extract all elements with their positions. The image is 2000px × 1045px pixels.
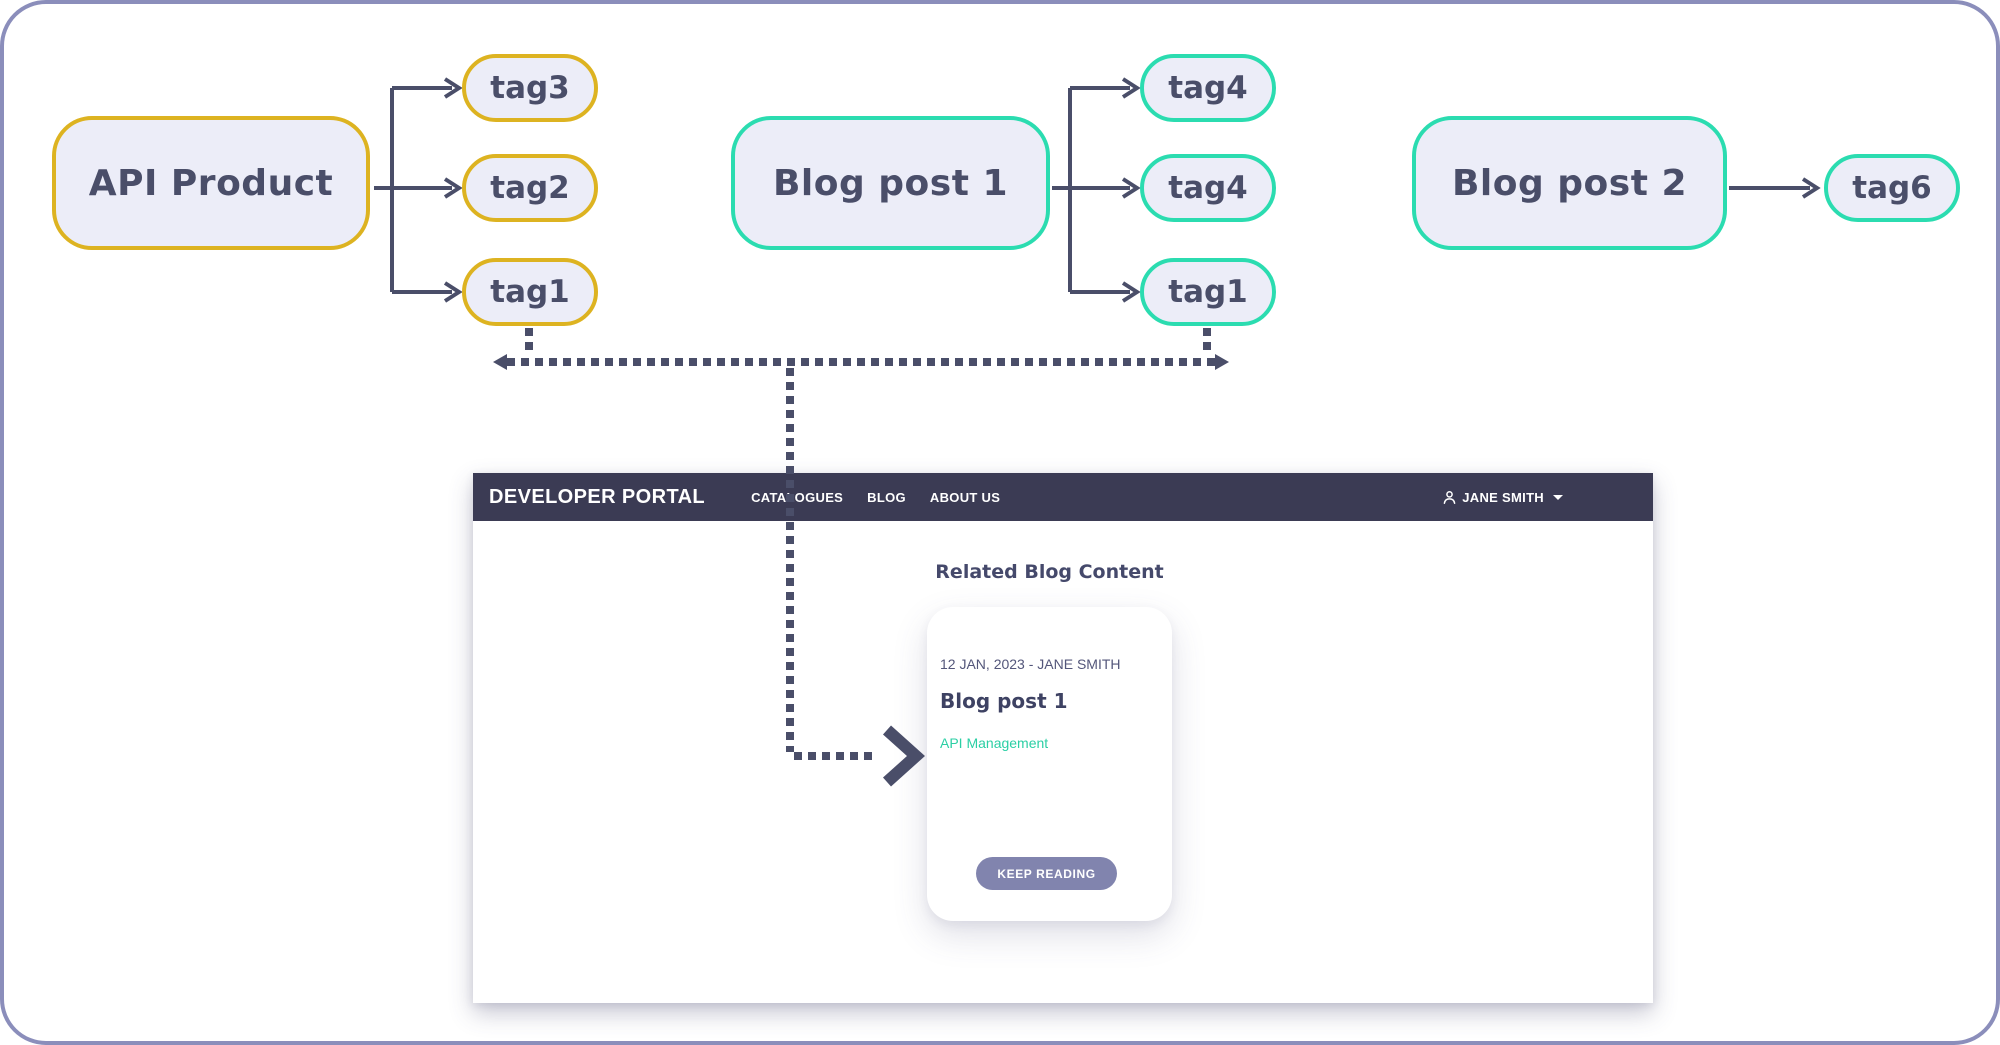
developer-portal-mockup: DEVELOPER PORTAL CATALOGUES BLOG ABOUT U…	[473, 473, 1653, 1003]
arrowhead-tag1-left	[443, 281, 463, 303]
arrowhead-tag4b	[1121, 177, 1141, 199]
keep-reading-button[interactable]: KEEP READING	[976, 857, 1117, 890]
node-blog-post-2-label: Blog post 2	[1451, 162, 1688, 204]
node-blog-post-1: Blog post 1	[731, 116, 1050, 250]
node-tag2: tag2	[462, 154, 598, 222]
portal-brand: DEVELOPER PORTAL	[489, 485, 706, 508]
portal-nav-links: CATALOGUES BLOG ABOUT US	[751, 490, 1000, 505]
chevron-down-icon	[1553, 494, 1563, 500]
nav-item-about-us[interactable]: ABOUT US	[929, 489, 1001, 505]
arrowhead-tag1-right	[1121, 281, 1141, 303]
arrowhead-tag3	[443, 77, 463, 99]
user-icon	[1443, 490, 1456, 504]
blog-card-meta: 12 JAN, 2023 - JANE SMITH	[940, 656, 1121, 672]
node-tag2-label: tag2	[490, 170, 570, 206]
nav-item-blog[interactable]: BLOG	[867, 489, 906, 505]
dotted-arrow-tip-left	[493, 354, 507, 370]
arrowhead-tag6	[1801, 177, 1821, 199]
node-blog-post-1-label: Blog post 1	[772, 162, 1009, 204]
node-tag6-label: tag6	[1852, 170, 1932, 206]
node-tag6: tag6	[1824, 154, 1960, 222]
node-tag4-b-label: tag4	[1168, 170, 1248, 206]
user-menu[interactable]: JANE SMITH	[1442, 490, 1563, 505]
node-tag1-left-label: tag1	[490, 274, 570, 310]
node-tag4-a-label: tag4	[1168, 70, 1248, 106]
blog-card-tag-link[interactable]: API Management	[940, 735, 1049, 751]
node-tag1-right: tag1	[1140, 258, 1276, 326]
node-tag3: tag3	[462, 54, 598, 122]
node-blog-post-2: Blog post 2	[1412, 116, 1727, 250]
arrowhead-tag2	[443, 177, 463, 199]
dotted-arrow-tip-right	[1215, 354, 1229, 370]
node-api-product: API Product	[52, 116, 370, 250]
blog-card: 12 JAN, 2023 - JANE SMITH Blog post 1 AP…	[927, 607, 1172, 921]
node-tag1-left: tag1	[462, 258, 598, 326]
portal-navbar: DEVELOPER PORTAL CATALOGUES BLOG ABOUT U…	[473, 473, 1653, 521]
arrowhead-tag4a	[1121, 77, 1141, 99]
nav-item-catalogues[interactable]: CATALOGUES	[751, 489, 844, 505]
blog-card-title: Blog post 1	[940, 689, 1068, 713]
node-tag4-a: tag4	[1140, 54, 1276, 122]
node-api-product-label: API Product	[88, 162, 334, 204]
node-tag3-label: tag3	[490, 70, 570, 106]
section-title: Related Blog Content	[935, 561, 1164, 583]
node-tag1-right-label: tag1	[1168, 274, 1248, 310]
user-name: JANE SMITH	[1462, 489, 1544, 505]
node-tag4-b: tag4	[1140, 154, 1276, 222]
